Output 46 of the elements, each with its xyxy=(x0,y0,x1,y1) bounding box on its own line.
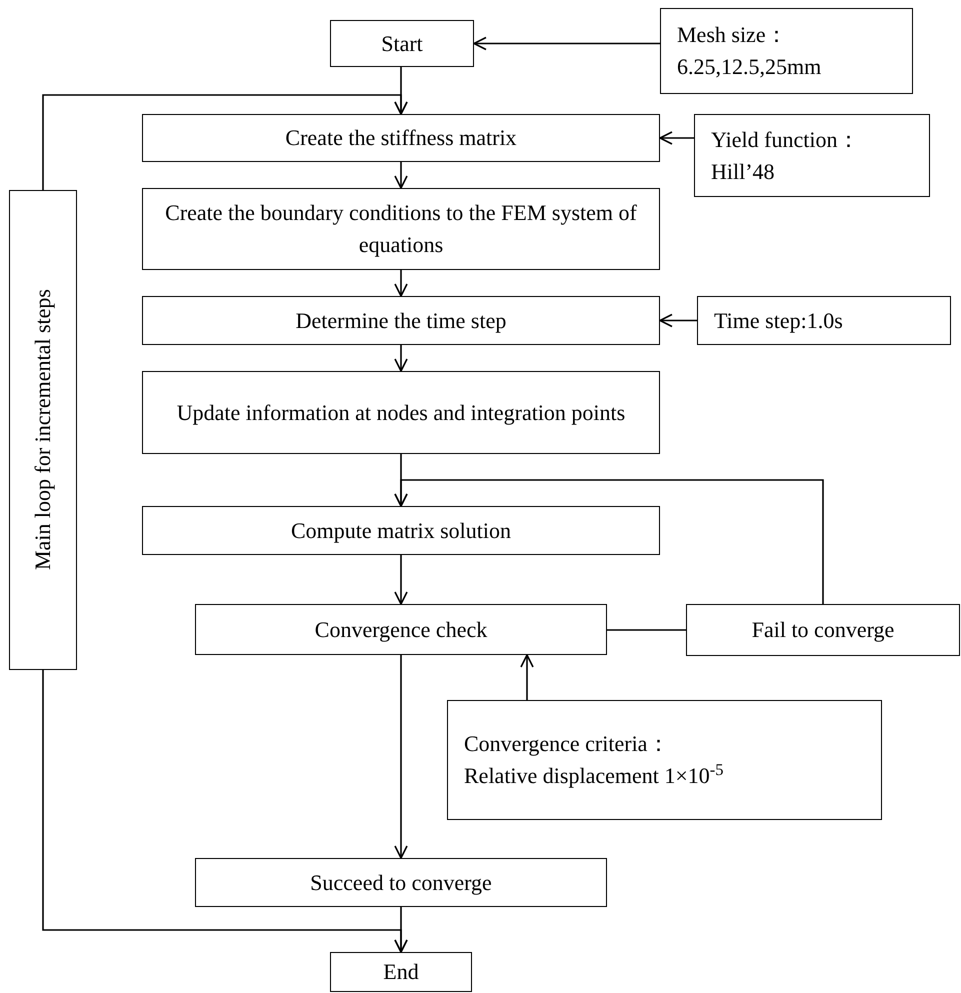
process-box xyxy=(195,604,607,655)
parameter-box xyxy=(447,700,882,820)
box-text: Yield function： xyxy=(711,126,860,154)
box-text: Fail to converge xyxy=(752,616,894,644)
box-text: Convergence check xyxy=(314,616,488,644)
parameter-box xyxy=(660,8,913,94)
arrow xyxy=(394,655,408,859)
box-text: Main loop for incremental steps xyxy=(29,289,56,571)
box-text: Update information at nodes and integration points xyxy=(176,398,626,427)
arrow xyxy=(394,270,408,297)
box-text: Succeed to converge xyxy=(310,868,492,897)
arrow xyxy=(42,670,408,953)
process-box xyxy=(142,371,660,454)
arrow xyxy=(659,314,697,328)
box-text: End xyxy=(383,958,419,986)
connector-line xyxy=(607,629,686,631)
process-box xyxy=(330,20,474,67)
box-text: Hill’48 xyxy=(711,158,775,186)
process-box xyxy=(142,188,660,270)
box-text: Create the boundary conditions to the FEM system of equations xyxy=(164,199,638,259)
arrow xyxy=(394,479,824,604)
process-box xyxy=(195,858,607,907)
box-text: Determine the time step xyxy=(296,306,506,335)
process-box xyxy=(686,604,960,656)
arrow xyxy=(520,654,534,700)
arrow xyxy=(394,162,408,189)
box-text: Time step:1.0s xyxy=(714,306,843,335)
parameter-box xyxy=(697,296,951,345)
arrow xyxy=(42,94,408,190)
arrow xyxy=(473,36,660,50)
loop-label-box xyxy=(9,190,77,670)
box-text: Convergence criteria： xyxy=(464,730,670,758)
box-text: 6.25,12.5,25mm xyxy=(677,53,822,81)
process-box xyxy=(330,952,472,992)
box-text: Start xyxy=(381,30,423,58)
process-box xyxy=(142,114,660,162)
box-text: Relative displacement 1×10$^{-5}$ xyxy=(464,760,724,790)
arrow xyxy=(394,345,408,372)
process-box xyxy=(142,296,660,345)
process-box xyxy=(142,506,660,555)
parameter-box xyxy=(694,114,930,197)
box-text: Create the stiffness matrix xyxy=(285,124,517,152)
arrow xyxy=(659,131,694,145)
arrow xyxy=(394,555,408,605)
box-text: Mesh size： xyxy=(677,21,788,49)
box-text: Compute matrix solution xyxy=(291,516,511,545)
